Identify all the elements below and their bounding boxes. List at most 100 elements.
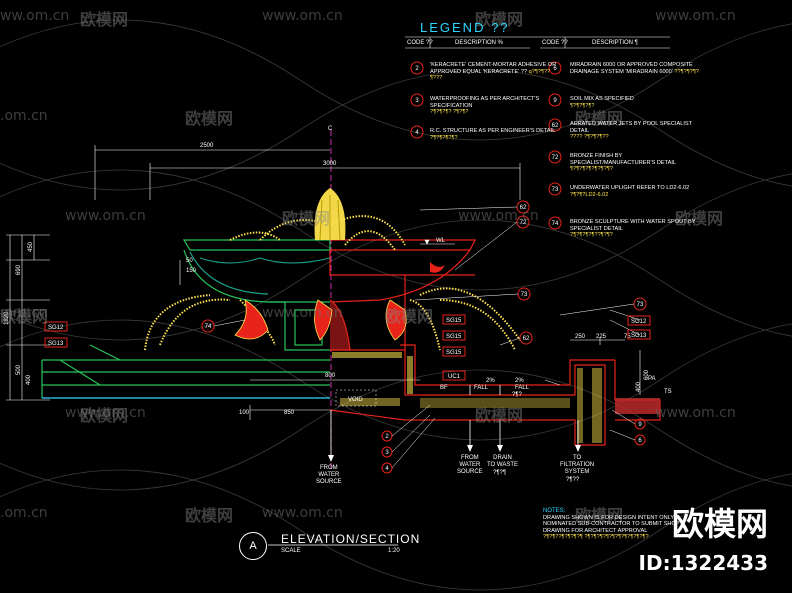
tag-sg13-left: SG13	[48, 341, 64, 347]
section-labels: C WL VOID FALL FALL 2% 2% BF PA TS	[328, 126, 672, 403]
watermark-logo: 欧模网	[185, 109, 234, 128]
material-tags: SG12 SG13 SG15 SG15 SG15 UC1 SG12 SG13	[44, 314, 651, 381]
watermark-logo: 欧模网	[575, 506, 624, 525]
callout-6-right: 6	[638, 438, 642, 444]
callout-74-left: 74	[205, 324, 212, 330]
from-water-source-right: FROM WATER SOURCE	[457, 455, 483, 475]
watermark-logo: 欧模网	[282, 209, 331, 228]
void-label: VOID	[348, 397, 363, 403]
dim-400b: 400	[636, 381, 642, 392]
watermark-arcs	[0, 19, 792, 591]
legend-code-3: 3	[415, 98, 419, 104]
center-plume	[314, 188, 346, 241]
callout-3-bottom: 3	[385, 450, 389, 456]
legend-code-circles	[410, 61, 562, 230]
legend-item-sub: ¶?¶?¶?¶?	[570, 102, 595, 109]
to-filtration-sub: ?¶??	[566, 477, 580, 483]
dim-1820: 1820	[4, 311, 10, 325]
watermark-site: www.om.cn	[262, 305, 343, 321]
notes-body: DRAWING SHOWN IS FOR DESIGN INTENT ONLY …	[543, 514, 680, 534]
legend-item-4: R.C. STRUCTURE AS PER ENGINEER'S DETAIL …	[430, 128, 560, 141]
dim-500: 500	[16, 364, 22, 375]
section-marker: A	[239, 532, 267, 560]
legend-item-text: 'KERACRETE' CEMENT-MORTAR ADHESIVE OR AP…	[430, 62, 557, 75]
watermark-logo: 欧模网	[675, 209, 724, 228]
legend-item-sub: ???? ?¶?¶?¶??	[570, 134, 609, 141]
watermark-site: www.om.cn	[655, 405, 736, 421]
watermark-site: .om.cn	[0, 505, 48, 521]
watermark-site: www.om.cn	[65, 405, 146, 421]
legend-item-6: MIRADRAIN 6000 OR APPROVED COMPOSITE DRA…	[570, 62, 700, 75]
drawing-notes: NOTES: DRAWING SHOWN IS FOR DESIGN INTEN…	[543, 508, 683, 541]
legend-col-code-right: CODE ??	[542, 40, 568, 46]
tag-sg12-right: SG12	[631, 319, 647, 325]
dim-3000: 3000	[323, 161, 337, 167]
to-filtration-system: TO FILTRATION SYSTEM	[560, 455, 595, 475]
watermark-site: .om.cn	[0, 108, 48, 124]
legend-code-74: 74	[552, 221, 559, 227]
pct-left: 2%	[486, 378, 495, 384]
legend-item-text: MIRADRAIN 6000 OR APPROVED COMPOSITE DRA…	[570, 62, 693, 75]
legend-item-text: UNDERWATER UPLIGHT REFER TO LD2-6.02	[570, 185, 690, 191]
fall-label-left: FALL	[474, 385, 489, 391]
watermark-logo: 欧模网	[475, 406, 524, 425]
watermark-site: .om.cn	[0, 305, 48, 321]
legend-item-73: UNDERWATER UPLIGHT REFER TO LD2-6.02 ?¶?…	[570, 185, 700, 198]
legend-item-sub: ??¶?¶?¶?	[674, 68, 699, 75]
legend-col-desc-left: DESCRIPTION %	[455, 40, 504, 46]
watermark-logo: 欧模网	[80, 406, 129, 425]
legend-item-sub: ?¶?¶?LD2-6.02	[570, 191, 609, 198]
pipes	[330, 385, 579, 455]
dim-250: 250	[575, 334, 586, 340]
brand-logo: 欧模网	[671, 505, 768, 543]
notes-sub: ?¶?¶??¶?¶?¶?¶ ?¶?¶?¶?¶?¶?¶?¶?¶?¶?¶?	[543, 534, 649, 541]
legend-col-desc-right: DESCRIPTION ¶	[592, 40, 638, 46]
gravel-fill	[332, 352, 602, 443]
legend-item-9: SOIL MIX AS SPECIFIED ¶?¶?¶?¶?	[570, 96, 700, 109]
callout-73-mid: 73	[521, 292, 528, 298]
bf-label: BF	[440, 385, 448, 391]
legend-code-73: 73	[552, 187, 559, 193]
dim-225: 225	[596, 334, 607, 340]
dim-450: 450	[28, 241, 34, 252]
legend-item-62: AERATED WATER JETS BY POOL SPECIALIST DE…	[570, 121, 700, 141]
watermark-logo: 欧模网	[475, 10, 524, 29]
watermark-logo: 欧模网	[80, 10, 129, 29]
wl-label: WL	[436, 238, 446, 244]
legend-item-text: AERATED WATER JETS BY POOL SPECIALIST DE…	[570, 121, 692, 134]
legend-item-text: SOIL MIX AS SPECIFIED	[570, 96, 634, 102]
watermark-site: www.om.cn	[65, 208, 146, 224]
watermark-site: ww.om.cn	[0, 8, 70, 24]
tag-sg12-left: SG12	[48, 325, 64, 331]
watermark-site: www.om.cn	[262, 8, 343, 24]
legend-item-text: BRONZE FINISH BY SPECIALIST/MANUFACTURER…	[570, 153, 677, 166]
legend-item-sub: ¶?¶?¶?¶?¶?¶?¶?	[570, 166, 613, 173]
legend-code-62: 62	[552, 123, 559, 129]
legend-title: LEGEND ??	[420, 20, 510, 35]
watermark-logo: 欧模网	[185, 506, 234, 525]
callout-4-bottom: 4	[385, 466, 389, 472]
notes-title: NOTES:	[543, 508, 566, 514]
dimension-lines	[6, 145, 641, 420]
tag-sg13-right: SG13	[631, 333, 647, 339]
dim-400: 400	[26, 374, 32, 385]
scale-label: SCALE	[281, 548, 301, 554]
dim-2500: 2500	[200, 143, 214, 149]
watermark-site: www.om.cn	[458, 208, 539, 224]
callout-62-top: 62	[520, 205, 527, 211]
pa-label: PA	[648, 376, 656, 382]
dimension-texts: 2500 3000 800 850 100 250 225 75 150 50 …	[4, 143, 650, 416]
legend-code-6: 6	[553, 66, 557, 72]
legend-item-sub: ?¶?¶?¶? ?¶?¶?	[430, 109, 469, 116]
watermark-logo: 欧模网	[575, 109, 624, 128]
callout-62-mid: 62	[523, 336, 530, 342]
fountain-pedestal	[268, 299, 351, 351]
legend-item-sub: ?¶?¶?¶?¶??¶?¶?	[570, 232, 613, 239]
scale-value: 1:20	[388, 548, 400, 554]
legend-item-sub: ?¶?¶?¶?¶?	[430, 134, 458, 141]
pool-basin-left	[41, 344, 330, 399]
watermark-site: www.om.cn	[262, 505, 343, 521]
legend-item-text: BRONZE SCULPTURE WITH WATER SPOUT BY SPE…	[570, 219, 696, 232]
